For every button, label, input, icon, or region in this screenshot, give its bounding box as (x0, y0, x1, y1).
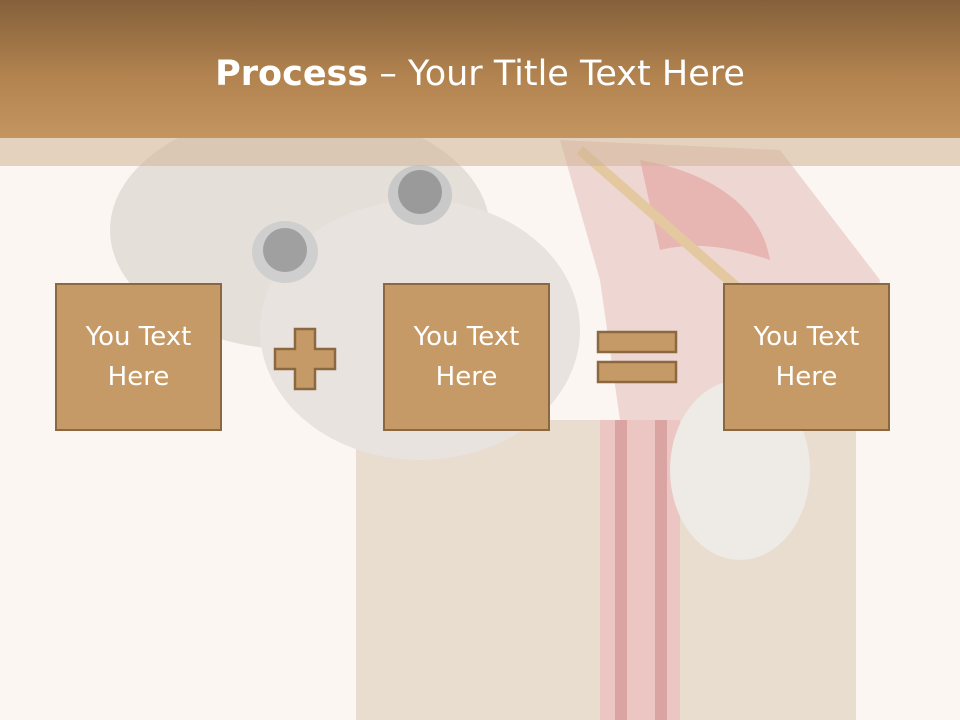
process-box-2-text: You Text Here (413, 322, 520, 392)
title-rest-part: – Your Title Text Here (379, 54, 745, 94)
slide-title: Process – Your Title Text Here (0, 52, 960, 96)
title-bar (0, 0, 960, 138)
process-box-1-text: You Text Here (85, 322, 192, 392)
process-box-1: You Text Here (55, 283, 222, 431)
process-box-2: You Text Here (383, 283, 550, 431)
title-accent-strip (0, 138, 960, 166)
title-bold-part: Process (215, 54, 369, 94)
process-box-3: You Text Here (723, 283, 890, 431)
equals-icon (596, 330, 678, 384)
process-box-3-text: You Text Here (753, 322, 860, 392)
plus-icon (273, 327, 337, 391)
